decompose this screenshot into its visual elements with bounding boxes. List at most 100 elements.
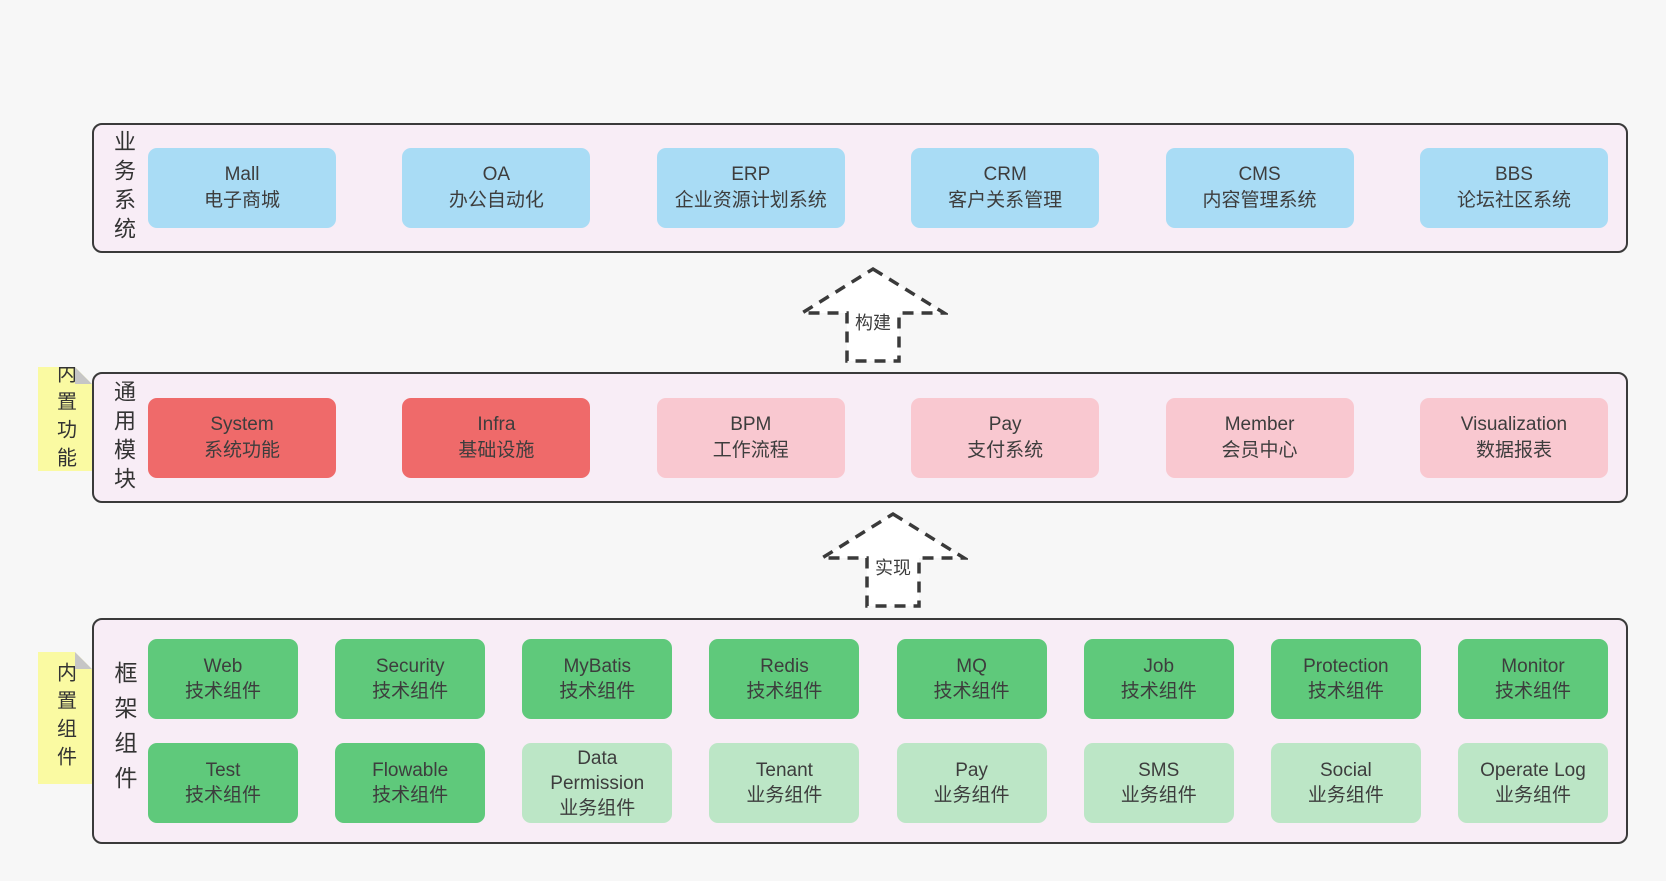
box-security: Security 技术组件	[335, 639, 486, 719]
box-tenant: Tenant 业务组件	[709, 743, 860, 823]
box-title: Tenant	[755, 760, 813, 781]
box-pay-component: Pay 业务组件	[896, 743, 1047, 823]
box-subtitle: 办公自动化	[448, 190, 544, 211]
box-subtitle: 会员中心	[1221, 439, 1298, 461]
sticky-note-label: 内置组件	[53, 662, 76, 774]
built-in-features-note: 内置功能	[38, 367, 92, 471]
business-boxes-row: Mall 电子商城 OA 办公自动化 ERP 企业资源计划系统 CRM 客户关系…	[148, 125, 1608, 251]
box-title: Visualization	[1460, 413, 1568, 435]
build-arrow-label: 构建	[852, 308, 894, 336]
box-title: Infra	[477, 413, 516, 435]
business-section-label: 业务系统	[111, 130, 136, 246]
box-web: Web 技术组件	[148, 639, 298, 719]
box-title: SMS	[1138, 760, 1180, 781]
box-subtitle: 技术组件	[372, 681, 449, 702]
box-subtitle: 支付系统	[967, 439, 1044, 461]
box-test: Test 技术组件	[148, 743, 298, 823]
common-modules-section: 通用模块 System 系统功能 Infra 基础设施 BPM 工作流程 Pay…	[92, 372, 1628, 503]
box-sms: SMS 业务组件	[1083, 743, 1234, 823]
box-subtitle: 数据报表	[1475, 439, 1552, 461]
box-social: Social 业务组件	[1270, 743, 1421, 823]
box-title: Data Permission	[550, 747, 645, 794]
box-crm: CRM 客户关系管理	[911, 148, 1100, 228]
box-title: MyBatis	[563, 656, 632, 677]
box-title: Pay	[988, 413, 1022, 435]
box-title: System	[210, 413, 274, 435]
box-pay-module: Pay 支付系统	[911, 397, 1100, 478]
framework-row-2: Test 技术组件 Flowable 技术组件 Data Permission …	[148, 743, 1608, 823]
framework-components-section: 框架组件 Web 技术组件 Security 技术组件 MyBatis 技术组件…	[92, 618, 1628, 844]
box-subtitle: 技术组件	[184, 681, 261, 702]
box-flowable: Flowable 技术组件	[335, 743, 486, 823]
box-oa: OA 办公自动化	[402, 148, 591, 228]
box-title: Protection	[1303, 656, 1389, 677]
box-title: Mall	[224, 164, 260, 185]
box-title: Monitor	[1501, 656, 1565, 677]
modules-section-label: 通用模块	[111, 379, 136, 496]
box-operate-log: Operate Log 业务组件	[1457, 743, 1608, 823]
box-subtitle: 技术组件	[1307, 681, 1384, 702]
box-subtitle: 电子商城	[203, 190, 280, 211]
box-subtitle: 基础设施	[458, 439, 535, 461]
box-bpm: BPM 工作流程	[656, 397, 845, 478]
box-title: Job	[1143, 656, 1175, 677]
folded-corner-icon	[75, 652, 92, 669]
box-mybatis: MyBatis 技术组件	[522, 639, 673, 719]
box-title: Operate Log	[1480, 760, 1586, 781]
box-title: Social	[1319, 760, 1372, 781]
box-title: OA	[482, 164, 511, 185]
box-title: Pay	[955, 760, 988, 781]
build-arrow: 构建	[798, 266, 948, 364]
framework-row-1: Web 技术组件 Security 技术组件 MyBatis 技术组件 Redi…	[148, 639, 1608, 719]
built-in-components-note: 内置组件	[38, 652, 92, 784]
box-visualization: Visualization 数据报表	[1419, 397, 1608, 478]
box-subtitle: 技术组件	[372, 785, 449, 806]
box-subtitle: 业务组件	[1307, 785, 1384, 806]
box-subtitle: 内容管理系统	[1202, 190, 1317, 211]
box-subtitle: 工作流程	[712, 439, 789, 461]
box-title: Web	[203, 656, 243, 677]
folded-corner-icon	[75, 367, 92, 384]
box-subtitle: 业务组件	[746, 785, 823, 806]
modules-boxes-row: System 系统功能 Infra 基础设施 BPM 工作流程 Pay 支付系统…	[148, 374, 1608, 501]
framework-boxes-rows: Web 技术组件 Security 技术组件 MyBatis 技术组件 Redi…	[148, 620, 1608, 842]
implement-arrow: 实现	[818, 511, 968, 609]
box-infra: Infra 基础设施	[402, 397, 591, 478]
business-systems-section: 业务系统 Mall 电子商城 OA 办公自动化 ERP 企业资源计划系统 CRM…	[92, 123, 1628, 253]
box-subtitle: 论坛社区系统	[1456, 190, 1571, 211]
box-mq: MQ 技术组件	[896, 639, 1047, 719]
box-subtitle: 企业资源计划系统	[674, 190, 827, 211]
box-data-permission: Data Permission 业务组件	[522, 743, 673, 823]
box-title: Flowable	[372, 760, 449, 781]
box-title: BPM	[730, 413, 772, 435]
box-member: Member 会员中心	[1165, 397, 1354, 478]
box-subtitle: 技术组件	[933, 681, 1010, 702]
box-title: Security	[375, 656, 445, 677]
box-protection: Protection 技术组件	[1270, 639, 1421, 719]
box-job: Job 技术组件	[1083, 639, 1234, 719]
box-subtitle: 业务组件	[1494, 785, 1571, 806]
box-redis: Redis 技术组件	[709, 639, 860, 719]
box-subtitle: 技术组件	[559, 681, 636, 702]
implement-arrow-label: 实现	[872, 553, 914, 581]
box-monitor: Monitor 技术组件	[1457, 639, 1608, 719]
box-subtitle: 客户关系管理	[948, 190, 1063, 211]
box-title: Test	[205, 760, 241, 781]
box-title: Member	[1224, 413, 1295, 435]
box-title: CMS	[1238, 164, 1281, 185]
box-system: System 系统功能	[148, 397, 336, 478]
box-subtitle: 业务组件	[933, 785, 1010, 806]
box-subtitle: 技术组件	[1494, 681, 1571, 702]
box-subtitle: 业务组件	[559, 797, 636, 819]
box-subtitle: 业务组件	[1120, 785, 1197, 806]
box-title: ERP	[731, 164, 771, 185]
framework-section-label: 框架组件	[111, 661, 137, 801]
box-title: Redis	[760, 656, 809, 677]
box-subtitle: 系统功能	[203, 439, 280, 461]
box-title: CRM	[983, 164, 1027, 185]
box-subtitle: 技术组件	[184, 785, 261, 806]
box-title: BBS	[1494, 164, 1533, 185]
box-erp: ERP 企业资源计划系统	[656, 148, 845, 228]
box-mall: Mall 电子商城	[148, 148, 336, 228]
box-cms: CMS 内容管理系统	[1165, 148, 1354, 228]
